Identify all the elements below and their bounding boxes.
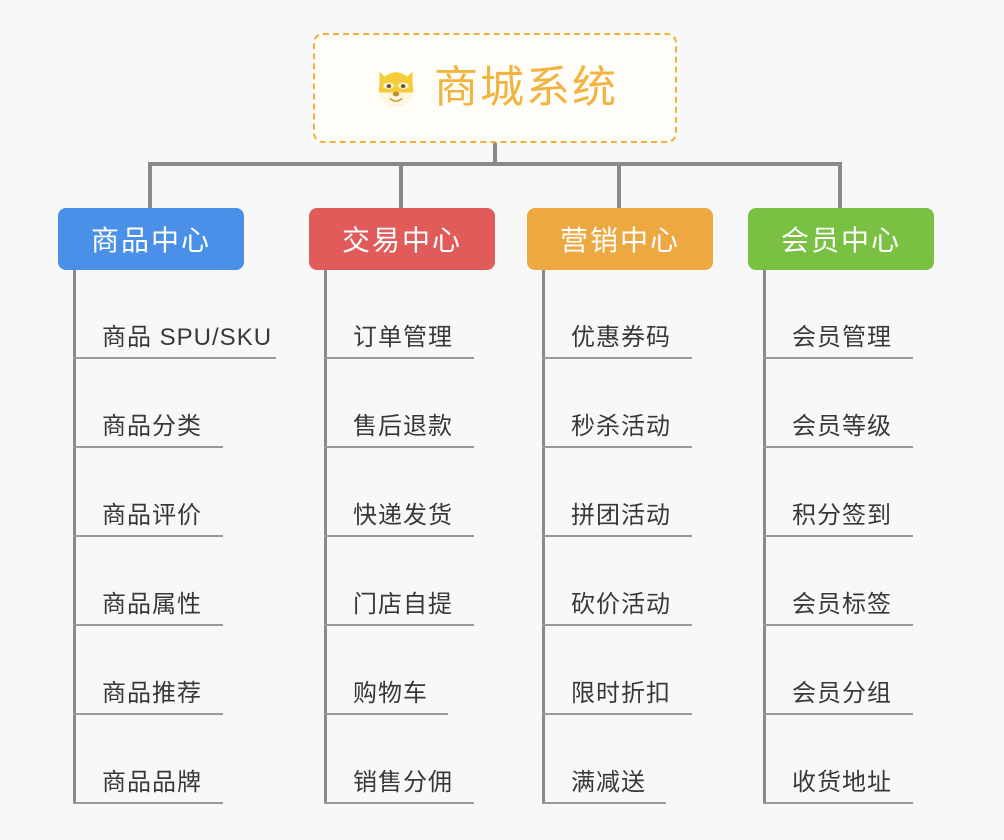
branch-header-label: 商品中心 bbox=[90, 225, 211, 256]
leaf-underline bbox=[763, 802, 913, 804]
branch-column-1: 商品中心商品 SPU/SKU 商品分类商品评价商品属性商品推荐商品品牌 bbox=[58, 208, 276, 804]
leaf-label: 收货地址 bbox=[792, 768, 892, 796]
dog-face-icon bbox=[378, 71, 414, 107]
leaf-underline bbox=[73, 802, 223, 804]
leaf-label: 会员标签 bbox=[792, 590, 892, 618]
leaf-underline bbox=[324, 357, 474, 359]
branch-column-3: 营销中心优惠券码秒杀活动拼团活动砍价活动限时折扣满减送 bbox=[527, 208, 713, 804]
leaf-underline bbox=[542, 357, 692, 359]
leaf-label: 满减送 bbox=[571, 768, 646, 796]
leaf-label: 拼团活动 bbox=[571, 501, 671, 529]
root-title: 商城系统 bbox=[434, 63, 618, 112]
leaf-label: 商品评价 bbox=[102, 501, 202, 529]
connector-drop-3 bbox=[617, 162, 621, 210]
leaf-label: 砍价活动 bbox=[571, 590, 671, 618]
branch-column-2: 交易中心订单管理售后退款快递发货门店自提购物车销售分佣 bbox=[309, 208, 495, 804]
leaf-label: 会员管理 bbox=[792, 323, 892, 351]
leaf-label: 商品品牌 bbox=[102, 768, 202, 796]
connector-drop-4 bbox=[838, 162, 842, 210]
leaf-underline bbox=[73, 535, 223, 537]
branch-header-label: 营销中心 bbox=[559, 225, 680, 256]
leaf-underline bbox=[763, 535, 913, 537]
leaf-underline bbox=[73, 357, 276, 359]
branch-spine-4 bbox=[763, 270, 766, 804]
leaf-underline bbox=[763, 624, 913, 626]
leaf-underline bbox=[542, 802, 666, 804]
leaf-underline bbox=[324, 446, 474, 448]
leaf-underline bbox=[73, 446, 223, 448]
branch-spine-2 bbox=[324, 270, 327, 804]
leaf-label: 优惠券码 bbox=[571, 323, 671, 351]
leaf-underline bbox=[324, 535, 474, 537]
leaf-underline bbox=[763, 713, 913, 715]
branch-spine-3 bbox=[542, 270, 545, 804]
leaf-label: 会员等级 bbox=[792, 412, 892, 440]
leaf-underline bbox=[542, 535, 692, 537]
root-node[interactable]: 商城系统 bbox=[313, 33, 677, 143]
leaf-label: 秒杀活动 bbox=[571, 412, 671, 440]
connector-drop-1 bbox=[148, 162, 152, 210]
leaf-label: 售后退款 bbox=[353, 412, 453, 440]
leaf-underline bbox=[542, 713, 692, 715]
branch-column-4: 会员中心会员管理会员等级积分签到会员标签会员分组收货地址 bbox=[748, 208, 934, 804]
leaf-underline bbox=[542, 624, 692, 626]
leaf-label: 限时折扣 bbox=[571, 679, 671, 707]
leaf-underline bbox=[542, 446, 692, 448]
leaf-underline bbox=[324, 713, 448, 715]
branch-header-3[interactable]: 营销中心 bbox=[527, 208, 713, 270]
connector-drop-2 bbox=[399, 162, 403, 210]
leaf-label: 购物车 bbox=[353, 679, 428, 707]
leaf-underline bbox=[73, 624, 223, 626]
leaf-label: 商品分类 bbox=[102, 412, 202, 440]
leaf-label: 商品属性 bbox=[102, 590, 202, 618]
branch-header-1[interactable]: 商品中心 bbox=[58, 208, 244, 270]
leaf-underline bbox=[324, 624, 474, 626]
branch-header-label: 交易中心 bbox=[341, 225, 462, 256]
leaf-underline bbox=[73, 713, 223, 715]
branch-header-label: 会员中心 bbox=[780, 225, 901, 256]
leaf-label: 快递发货 bbox=[353, 501, 453, 529]
leaf-underline bbox=[763, 357, 913, 359]
leaf-label: 订单管理 bbox=[353, 323, 453, 351]
leaf-underline bbox=[763, 446, 913, 448]
connector-horizontal-bus bbox=[148, 162, 838, 166]
leaf-label: 商品推荐 bbox=[102, 679, 202, 707]
leaf-label: 销售分佣 bbox=[353, 768, 453, 796]
leaf-label: 门店自提 bbox=[353, 590, 453, 618]
branch-header-2[interactable]: 交易中心 bbox=[309, 208, 495, 270]
leaf-label: 积分签到 bbox=[792, 501, 892, 529]
branch-spine-1 bbox=[73, 270, 76, 804]
connector-root-stem bbox=[493, 143, 497, 165]
leaf-underline bbox=[324, 802, 474, 804]
leaf-label: 会员分组 bbox=[792, 679, 892, 707]
branch-header-4[interactable]: 会员中心 bbox=[748, 208, 934, 270]
leaf-label: 商品 SPU/SKU bbox=[102, 323, 273, 351]
